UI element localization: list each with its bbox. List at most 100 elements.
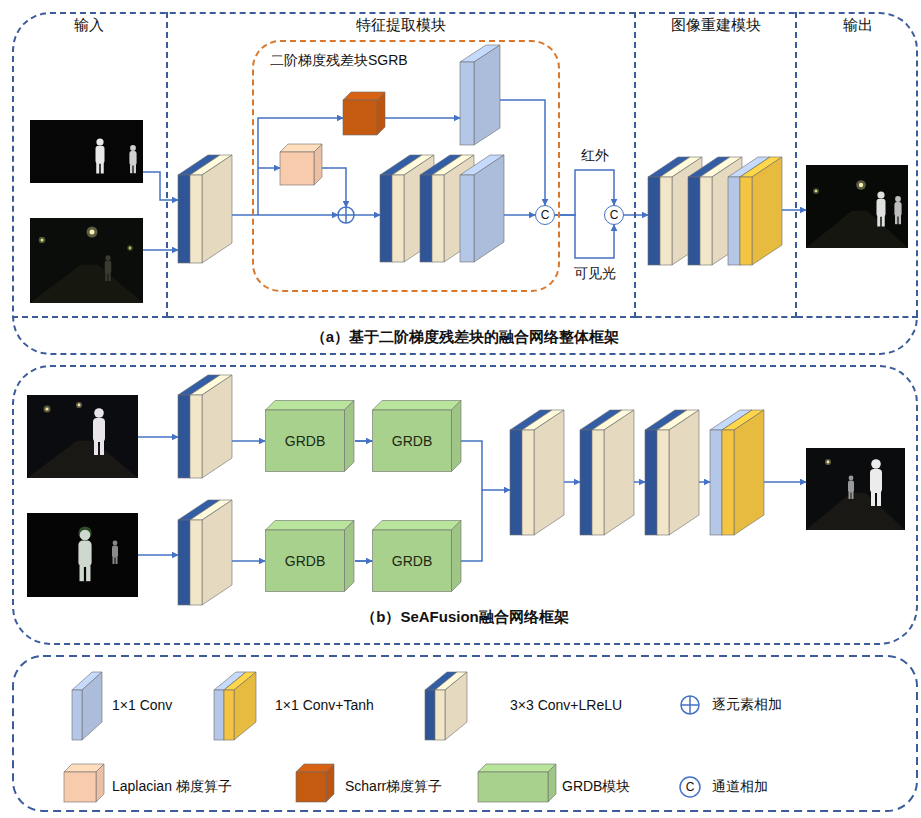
block-side [548,764,556,802]
symbol-label: C [686,781,695,793]
layer-block [740,157,782,265]
block-front [178,395,190,478]
wire [764,481,806,483]
block-front [460,62,474,145]
legend-text: GRDB模块 [562,778,630,796]
block-label: GRDB [372,410,452,472]
block-front [190,175,202,263]
panel-caption: （b）SeAFusion融合网络框架 [14,608,916,627]
layer-block [460,45,500,145]
block-front [190,395,202,478]
block-side [474,45,500,145]
block-front [280,152,314,185]
block-side [445,672,467,740]
concat-node: C [535,205,555,225]
legend-text: 逐元素相加 [712,696,782,714]
block-front [392,175,404,262]
layer-block [190,500,232,605]
photo [27,395,138,478]
block-front [425,690,435,740]
layer-block [657,410,699,535]
legend-text: Scharr梯度算子 [345,778,442,796]
wire [782,209,806,211]
block-front [420,175,432,262]
connector [555,215,614,258]
edge-label: 红外 [579,147,611,165]
legend-text: 1×1 Conv [112,697,172,713]
block-front [214,690,224,740]
wire [500,100,545,205]
concat-node: C [604,205,624,225]
block-title: 二阶梯度残差块SGRB [270,52,408,70]
photo [27,513,138,597]
block-front [72,690,82,740]
layer-block [435,672,467,740]
block-side [345,401,355,472]
block-front [522,430,534,535]
block-label: GRDB [265,530,345,592]
block-top [478,764,556,772]
photo [30,120,143,183]
block-side [234,672,256,740]
block-front [580,430,592,535]
legend-text: 通道相加 [712,778,768,796]
layer-block [72,672,102,740]
concat-symbol [680,777,700,797]
add-symbol [681,696,699,714]
wire [232,214,338,216]
figure-panel: GRDBGRDBGRDBGRDB（b）SeAFusion融合网络框架 [12,365,918,645]
connector [355,440,372,442]
block-side [734,410,764,535]
photo [30,218,143,303]
block-front [648,177,660,265]
wire [258,118,343,215]
block-front [478,772,548,802]
block-side [669,410,699,535]
block-side [752,157,782,265]
block-side [326,764,334,802]
wire [385,117,460,119]
block-top [266,521,355,531]
layer-block [190,155,232,263]
block-front [645,430,657,535]
layer-block [592,410,634,535]
module-region: 输出 [797,12,918,318]
wire [143,249,178,251]
block-side [202,500,232,605]
block-side [534,410,564,535]
add-symbol [338,207,354,223]
wire [624,214,648,216]
block-front [432,175,444,262]
block-front [660,177,672,265]
block-front [190,520,202,605]
grdb-block: GRDB [265,520,355,592]
block-front [266,530,345,592]
layer-block [190,375,232,478]
layer-block [280,144,322,185]
layer-block [522,410,564,535]
legend-text: 3×3 Conv+LReLU [510,697,622,713]
block-front [710,430,722,535]
block-front [380,175,392,262]
connector [355,560,372,562]
residual-block-region: C 二阶梯度残差块SGRB [252,40,560,292]
wire [564,481,580,483]
region-heading: 输入 [12,16,166,35]
layout-art [13,45,917,811]
layer-block [266,521,355,592]
block-side [604,410,634,535]
block-front [722,430,734,535]
block-top [373,401,462,411]
layer-block [373,401,462,472]
figure-panel: 输入C二阶梯度残差块SGRBC特征提取模块图像重建模块输出（a）基于二阶梯度残差… [12,12,918,355]
photo [806,448,905,530]
module-region: 输入 [12,12,168,318]
wire [138,554,178,556]
layer-block [64,764,104,802]
block-front [64,772,96,802]
legend-text: 1×1 Conv+Tanh [275,697,374,713]
layer-block [266,401,355,472]
block-front [266,410,345,472]
region-heading: 特征提取模块 [168,16,634,35]
